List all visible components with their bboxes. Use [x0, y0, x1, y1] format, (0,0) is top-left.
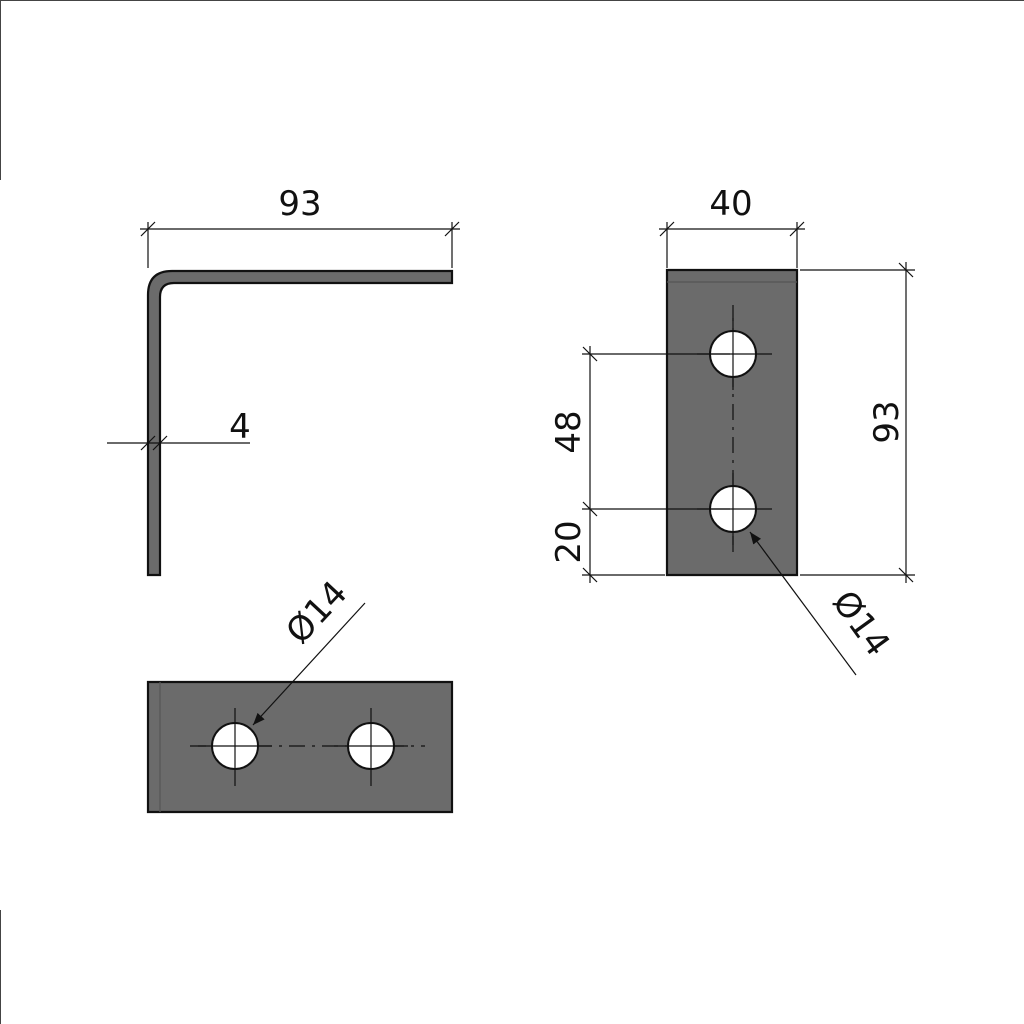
front-view-diameter-label: Ø14: [824, 583, 898, 663]
side-view-profile: [146, 269, 454, 577]
dimension-48: 48: [549, 346, 730, 583]
dimension-40-label: 40: [709, 184, 752, 224]
dimension-93-front-label: 93: [867, 400, 907, 443]
front-view: 40 93 48 20 Ø14: [549, 184, 915, 676]
top-view-diameter-label: Ø14: [278, 573, 355, 651]
dimension-20: 20: [549, 520, 665, 576]
dimension-20-label: 20: [549, 520, 589, 563]
dimension-93-label: 93: [278, 184, 321, 224]
top-view-plate: [146, 680, 454, 814]
dimension-40: 40: [659, 184, 805, 268]
front-view-plate: [665, 268, 799, 577]
dimension-4-thickness: 4: [107, 407, 251, 451]
dimension-93-front: 93: [800, 262, 915, 583]
dimension-93-side: 93: [140, 184, 460, 268]
dimension-4-label: 4: [229, 407, 251, 447]
top-view: Ø14: [146, 573, 454, 814]
side-view: 93 4: [107, 184, 460, 577]
dimension-48-label: 48: [549, 410, 589, 453]
